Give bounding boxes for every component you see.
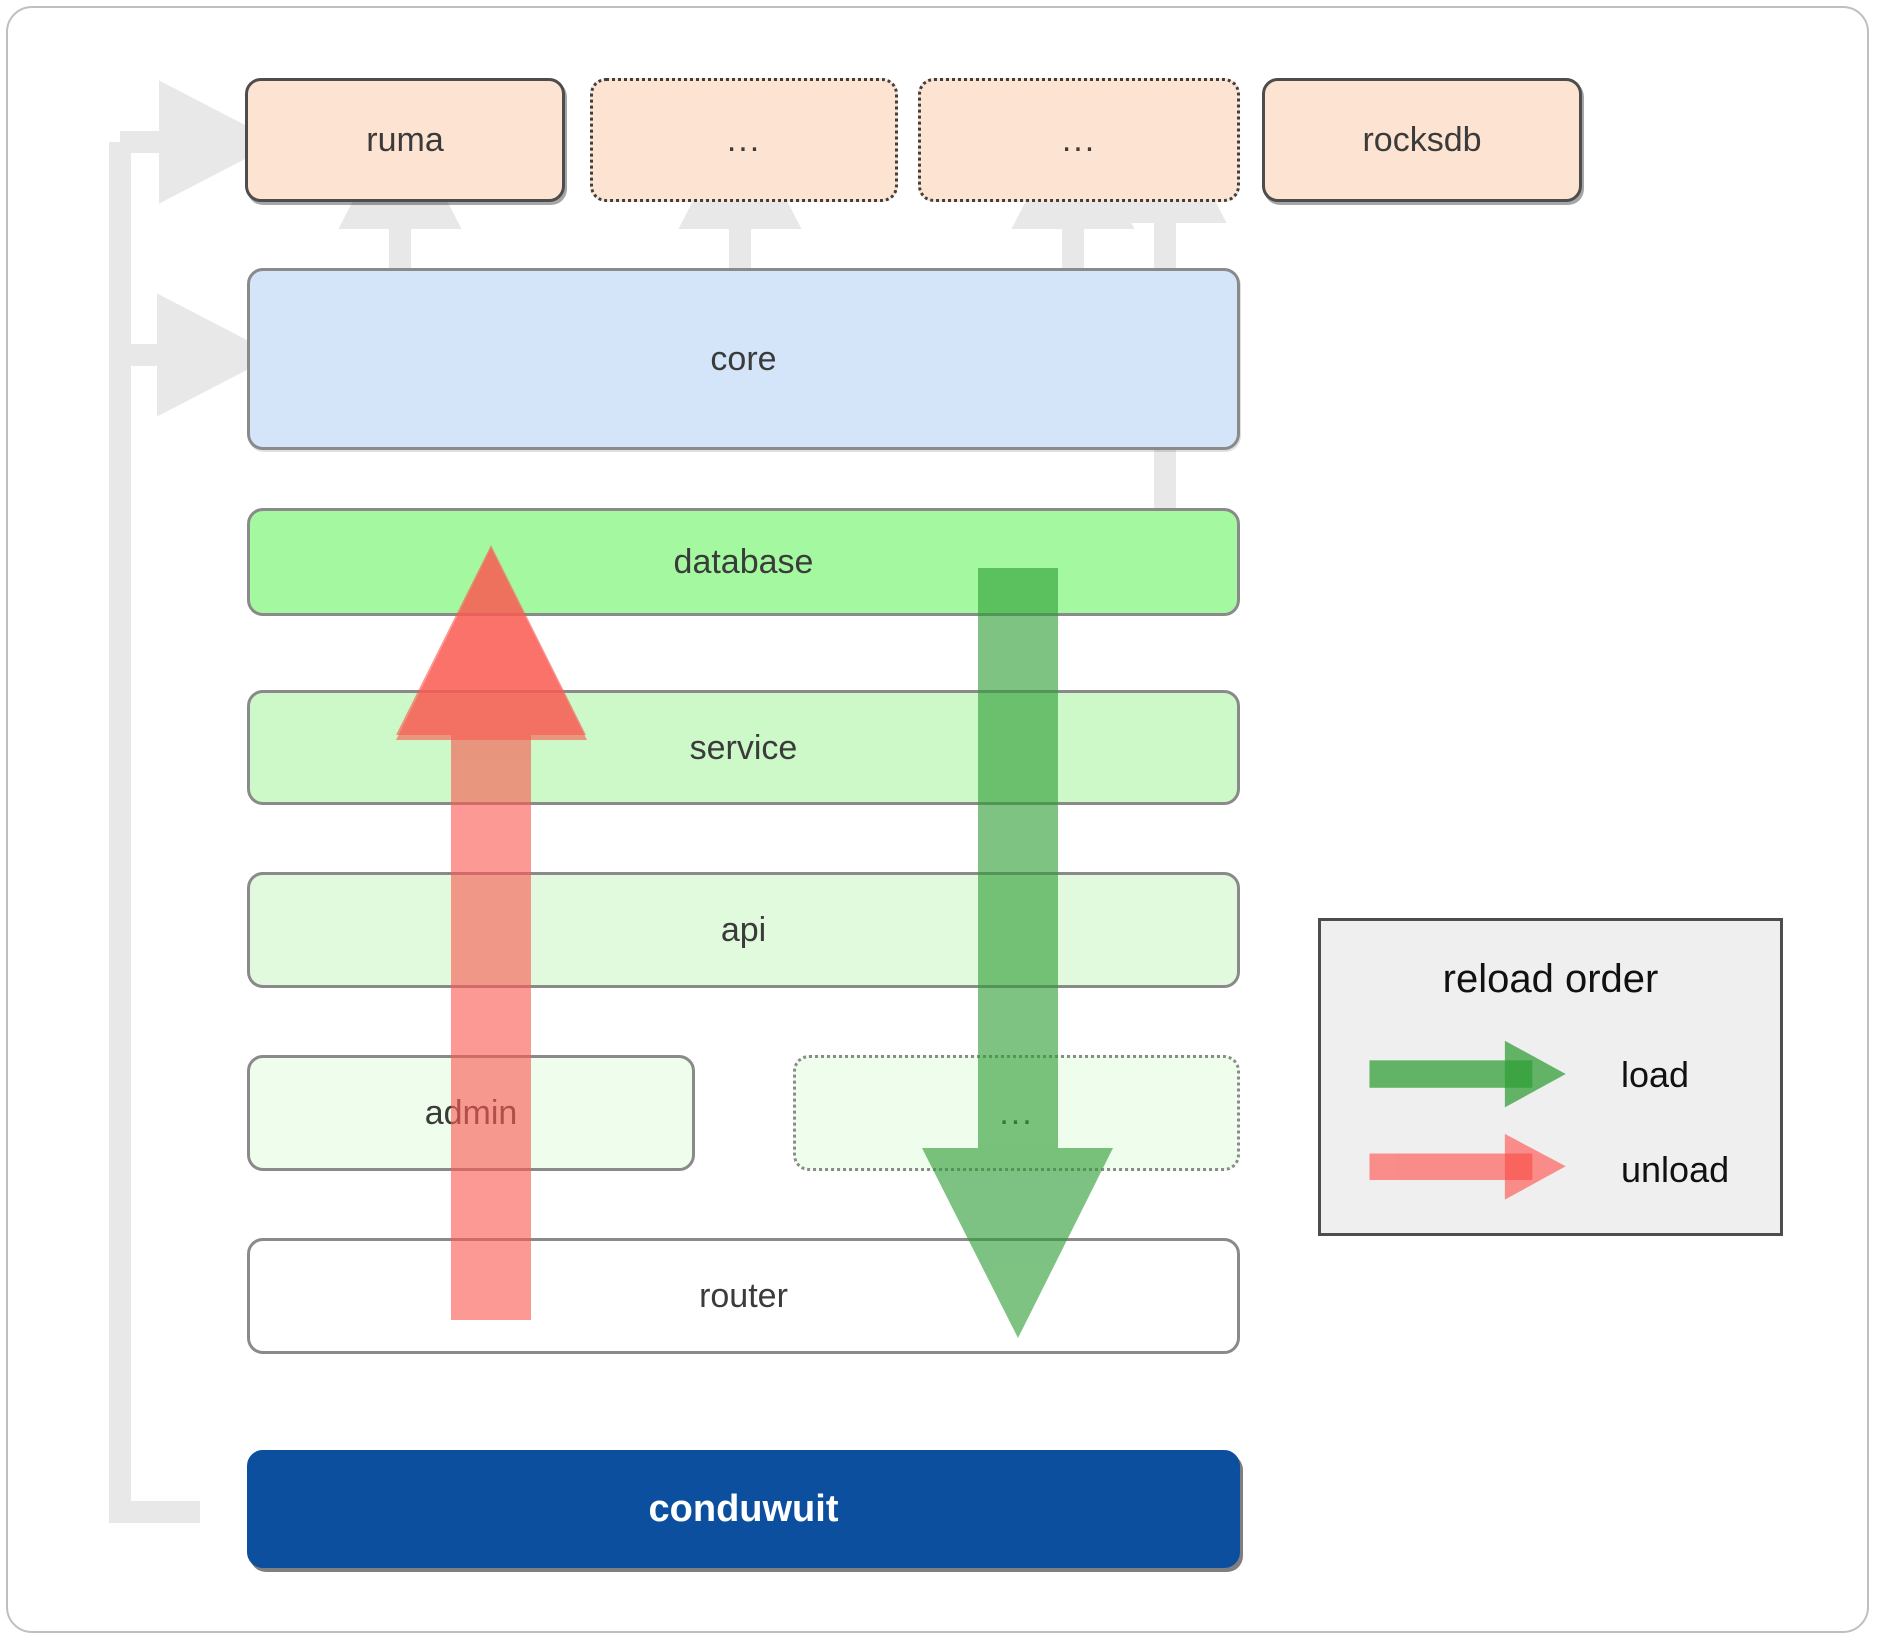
- layer-database[interactable]: database: [247, 508, 1240, 616]
- app-conduwuit[interactable]: conduwuit: [247, 1450, 1240, 1568]
- package-rocksdb-label: rocksdb: [1362, 121, 1482, 159]
- package-ruma[interactable]: ruma: [245, 78, 565, 202]
- layer-service-label: service: [689, 728, 798, 767]
- layer-core[interactable]: core: [247, 268, 1240, 450]
- layer-admin[interactable]: admin: [247, 1055, 695, 1171]
- legend-load-arrow: [1369, 1040, 1566, 1108]
- package-placeholder-2[interactable]: ...: [918, 78, 1240, 202]
- layer-api[interactable]: api: [247, 872, 1240, 988]
- diagram-frame: [6, 6, 1869, 1633]
- package-rocksdb[interactable]: rocksdb: [1262, 78, 1582, 202]
- layer-database-label: database: [673, 543, 814, 581]
- layer-router[interactable]: router: [247, 1238, 1240, 1354]
- package-placeholder-1-label: ...: [726, 121, 762, 159]
- layer-core-label: core: [710, 340, 777, 378]
- legend-title: reload order: [1442, 957, 1659, 1001]
- layer-router-label: router: [699, 1277, 788, 1315]
- legend-label-load: load: [1621, 1054, 1690, 1095]
- package-ruma-label: ruma: [366, 121, 444, 159]
- legend-unload-arrow: [1369, 1133, 1566, 1200]
- layer-service[interactable]: service: [247, 690, 1240, 805]
- package-placeholder-2-label: ...: [1061, 121, 1097, 159]
- legend-arrow-layer: [1369, 1040, 1566, 1200]
- package-placeholder-1[interactable]: ...: [590, 78, 898, 202]
- layer-api-label: api: [720, 911, 767, 949]
- legend-label-unload: unload: [1621, 1149, 1730, 1190]
- layer-admin-label: admin: [424, 1094, 518, 1132]
- layer-placeholder[interactable]: ...: [793, 1055, 1240, 1171]
- legend-panel: reload order load unload: [1318, 918, 1783, 1236]
- layer-placeholder-label: ...: [999, 1094, 1034, 1132]
- app-conduwuit-label: conduwuit: [648, 1488, 839, 1530]
